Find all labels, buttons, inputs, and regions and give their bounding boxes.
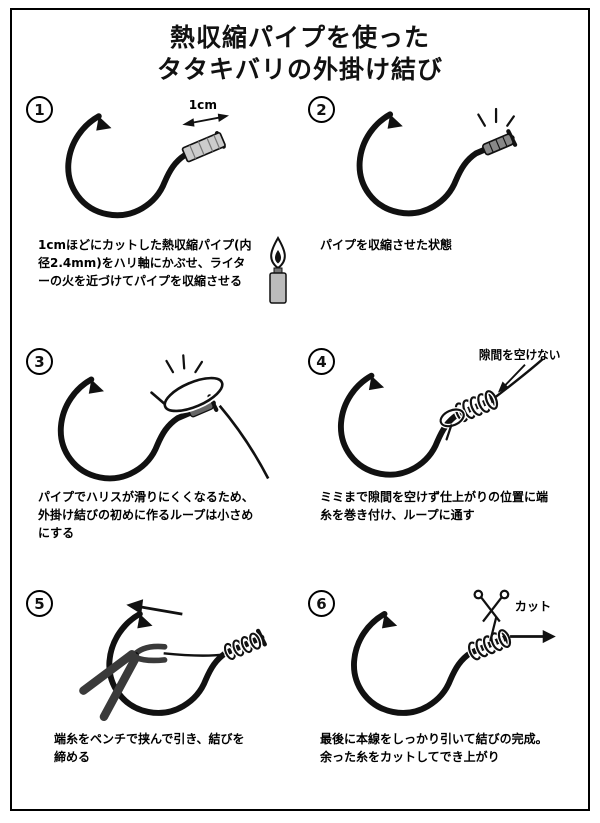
small-loop: [438, 407, 467, 429]
step-3-caption: パイプでハリスが滑りにくくなるため、外掛け結びの初めに作るループは小さめにする: [38, 490, 254, 540]
hook-icon: [354, 614, 510, 713]
emphasis-marks-icon: [477, 107, 515, 127]
pliers-icon: [79, 643, 168, 721]
step-5: 5: [18, 586, 300, 766]
fishing-line: [218, 404, 270, 480]
step-5-number: 5: [26, 590, 53, 617]
tag-end: [489, 616, 498, 642]
tube-length-label: 1cm: [189, 98, 217, 112]
hook-icon: [360, 114, 516, 213]
step-2-illustration: [315, 107, 567, 234]
gap-annotation: 隙間を空けない: [479, 348, 561, 362]
step-5-caption: 端糸をペンチで挟んで引き、結びを締める: [54, 732, 245, 764]
step-3-number: 3: [26, 348, 53, 375]
step-1-illustration: 1cm: [33, 98, 229, 234]
step-2-caption: パイプを収縮させた状態: [320, 238, 453, 252]
step-6-illustration: カット: [315, 589, 556, 728]
knot-coil: [466, 627, 513, 662]
step-6: 6: [300, 586, 582, 766]
cut-annotation: カット: [515, 599, 551, 613]
emphasis-marks-icon: [165, 354, 204, 374]
step-1-caption: 1cmほどにカットした熱収縮パイプ(内径2.4mm)をハリ軸にかぶせ、ライターの…: [38, 238, 252, 288]
pointer-arrow-icon: [497, 364, 526, 393]
knot-coil: [453, 388, 500, 424]
step-2: 2 パイプを収縮させた状態: [300, 92, 582, 344]
step-4-illustration: 隙間を空けない: [315, 348, 561, 486]
step-6-number: 6: [308, 590, 335, 617]
page-title: 熱収縮パイプを使った タタキバリの外掛け結び: [18, 22, 582, 86]
line-loop: [161, 375, 226, 414]
shrink-tube-uncut: [181, 132, 226, 163]
step-2-number: 2: [308, 96, 335, 123]
pull-arrow-icon: [510, 630, 556, 644]
tag-end: [445, 424, 453, 441]
step-5-illustration: [79, 599, 285, 721]
shrink-tube-shrunk: [482, 133, 514, 156]
step-6-caption: 最後に本線をしっかり引いて結びの完成。余った糸をカットしてでき上がり: [320, 732, 548, 764]
knot-coil: [222, 631, 263, 662]
scissors-icon: [473, 589, 510, 623]
hook-icon: [61, 379, 217, 478]
step-4-caption: ミミまで隙間を空けず仕上がりの位置に端糸を巻き付け、ループに通す: [320, 490, 549, 522]
fishing-line: [494, 358, 544, 399]
step-4: 4: [300, 344, 582, 586]
steps-grid: 1 1cm 1cmほどにカットした熱収縮パイプ(内径2.4m: [18, 92, 582, 766]
length-arrow-icon: [182, 113, 229, 127]
tag-end: [150, 391, 166, 406]
hook-icon: [341, 376, 497, 475]
step-1: 1 1cm 1cmほどにカットした熱収縮パイプ(内径2.4m: [18, 92, 300, 344]
step-4-number: 4: [308, 348, 335, 375]
tag-end: [163, 652, 225, 657]
step-3: 3 パイプでハリスが滑りにくくなるため、外掛け結びの初めに作るループは小さめにす…: [18, 344, 300, 586]
instruction-panel: 熱収縮パイプを使った タタキバリの外掛け結び 1: [10, 8, 590, 811]
title-line-1: 熱収縮パイプを使った: [169, 23, 430, 52]
lighter-icon: [269, 236, 287, 304]
title-line-2: タタキバリの外掛け結び: [156, 55, 443, 84]
step-1-number: 1: [26, 96, 53, 123]
hook-icon: [68, 116, 224, 215]
step-3-illustration: [33, 354, 270, 486]
pull-arrow-icon: [126, 599, 183, 616]
